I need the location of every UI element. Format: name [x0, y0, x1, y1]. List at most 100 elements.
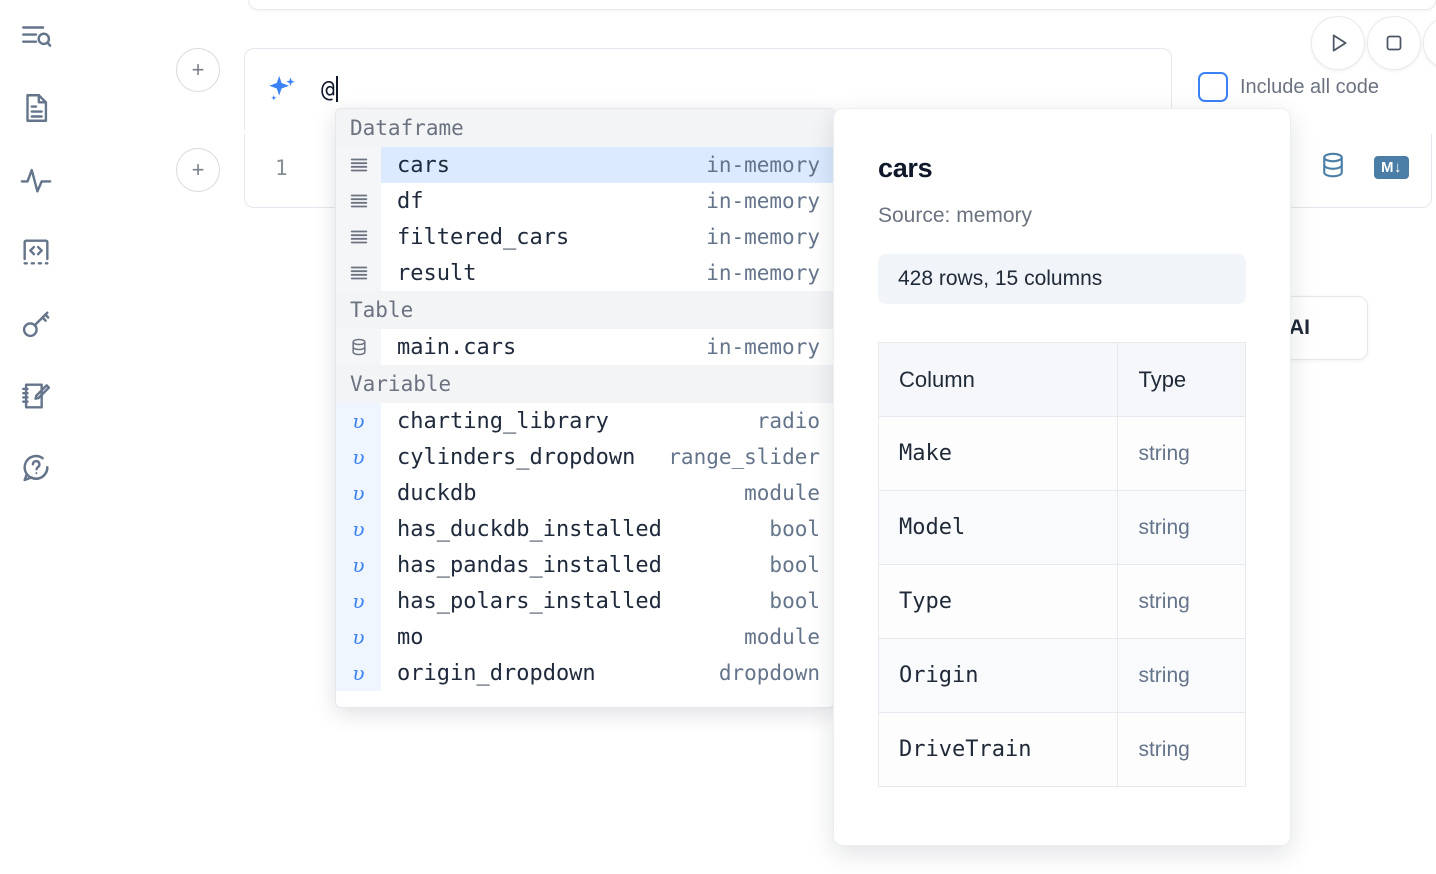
- key-icon[interactable]: [14, 302, 58, 346]
- cell-column-name: DriveTrain: [877, 712, 1119, 787]
- previous-cell-edge: [248, 0, 1436, 10]
- add-cell-below-button[interactable]: +: [176, 148, 220, 192]
- autocomplete-item-type: module: [744, 481, 820, 505]
- autocomplete-item-type: in-memory: [706, 225, 820, 249]
- database-icon[interactable]: [1318, 150, 1348, 185]
- dataframe-lines-icon: [336, 219, 381, 255]
- cell-column-type: string: [1117, 416, 1246, 491]
- autocomplete-item-type: bool: [769, 517, 820, 541]
- outline-search-icon[interactable]: [14, 14, 58, 58]
- autocomplete-item-type: module: [744, 625, 820, 649]
- variable-upsilon-icon: υ: [336, 403, 381, 439]
- sidebar-rail: [0, 0, 72, 874]
- cell-column-type: string: [1117, 564, 1246, 639]
- autocomplete-item-name: filtered_cars: [397, 224, 570, 250]
- table-header-row: Column Type: [877, 342, 1246, 417]
- variable-upsilon-icon: υ: [336, 475, 381, 511]
- autocomplete-item[interactable]: filtered_cars in-memory: [336, 219, 834, 255]
- autocomplete-item[interactable]: main.cars in-memory: [336, 329, 834, 365]
- doc-source: Source: memory: [878, 204, 1033, 227]
- variable-upsilon-icon: υ: [336, 439, 381, 475]
- autocomplete-item-name: origin_dropdown: [397, 660, 596, 686]
- autocomplete-item[interactable]: υ charting_library radio: [336, 403, 834, 439]
- ai-prompt-input[interactable]: @: [321, 76, 338, 103]
- variable-upsilon-icon: υ: [336, 547, 381, 583]
- scratchpad-edit-icon[interactable]: [14, 374, 58, 418]
- autocomplete-item-type: in-memory: [706, 335, 820, 359]
- generate-with-ai-label: AI: [1289, 316, 1310, 339]
- help-chat-icon[interactable]: [14, 446, 58, 490]
- autocomplete-item-name: cars: [397, 152, 450, 178]
- database-icon: [336, 329, 381, 365]
- cell-column-type: string: [1117, 712, 1246, 787]
- include-all-code-checkbox[interactable]: Include all code: [1198, 72, 1379, 102]
- dataframe-lines-icon: [336, 147, 381, 183]
- autocomplete-item-name: main.cars: [397, 334, 517, 360]
- autocomplete-item[interactable]: υ has_pandas_installed bool: [336, 547, 834, 583]
- add-cell-above-button[interactable]: +: [176, 48, 220, 92]
- dataframe-lines-icon: [336, 183, 381, 219]
- cell-column-name: Origin: [877, 638, 1119, 713]
- dataframe-lines-icon: [336, 255, 381, 291]
- column-header-name: Column: [877, 342, 1119, 417]
- markdown-badge[interactable]: M↓: [1374, 156, 1409, 179]
- autocomplete-item-type: in-memory: [706, 153, 820, 177]
- autocomplete-item-name: has_duckdb_installed: [397, 516, 662, 542]
- variable-upsilon-icon: υ: [336, 655, 381, 691]
- activity-pulse-icon[interactable]: [14, 158, 58, 202]
- autocomplete-item-name: charting_library: [397, 408, 609, 434]
- more-actions-button[interactable]: [1423, 16, 1436, 70]
- variable-upsilon-icon: υ: [336, 511, 381, 547]
- autocomplete-item-name: df: [397, 188, 424, 214]
- autocomplete-item-type: range_slider: [668, 445, 820, 469]
- cell-column-name: Type: [877, 564, 1119, 639]
- run-cell-button[interactable]: [1311, 16, 1365, 70]
- autocomplete-item[interactable]: cars in-memory: [336, 147, 834, 183]
- cell-column-type: string: [1117, 490, 1246, 565]
- code-snippet-icon[interactable]: [14, 230, 58, 274]
- autocomplete-item-name: result: [397, 260, 477, 286]
- sparkles-icon: [265, 73, 299, 107]
- file-document-icon[interactable]: [14, 86, 58, 130]
- variable-upsilon-icon: υ: [336, 583, 381, 619]
- doc-title: cars: [878, 153, 933, 183]
- generate-with-ai-button[interactable]: AI: [1280, 296, 1368, 360]
- documentation-panel: cars Source: memory 428 rows, 15 columns…: [833, 108, 1291, 846]
- autocomplete-item-name: has_pandas_installed: [397, 552, 662, 578]
- autocomplete-item-type: dropdown: [718, 661, 820, 685]
- autocomplete-item[interactable]: υ origin_dropdown dropdown: [336, 655, 834, 691]
- include-all-code-label: Include all code: [1240, 75, 1379, 98]
- autocomplete-group-header: Table: [336, 291, 834, 329]
- add-cell-label: +: [191, 157, 205, 182]
- autocomplete-item[interactable]: υ cylinders_dropdown range_slider: [336, 439, 834, 475]
- doc-shape-badge: 428 rows, 15 columns: [878, 254, 1246, 304]
- cell-column-type: string: [1117, 638, 1246, 713]
- column-header-type: Type: [1117, 342, 1246, 417]
- variable-upsilon-icon: υ: [336, 619, 381, 655]
- autocomplete-item-type: bool: [769, 553, 820, 577]
- add-cell-label: +: [191, 57, 205, 82]
- cell-column-name: Model: [877, 490, 1119, 565]
- autocomplete-item-type: radio: [756, 409, 820, 433]
- stop-cell-button[interactable]: [1367, 16, 1421, 70]
- checkbox-box[interactable]: [1198, 72, 1228, 102]
- cell-column-name: Make: [877, 416, 1119, 491]
- autocomplete-item-name: cylinders_dropdown: [397, 444, 636, 470]
- autocomplete-item-name: mo: [397, 624, 424, 650]
- autocomplete-item[interactable]: υ has_duckdb_installed bool: [336, 511, 834, 547]
- line-number: 1: [275, 156, 288, 180]
- autocomplete-group-header: Dataframe: [336, 109, 834, 147]
